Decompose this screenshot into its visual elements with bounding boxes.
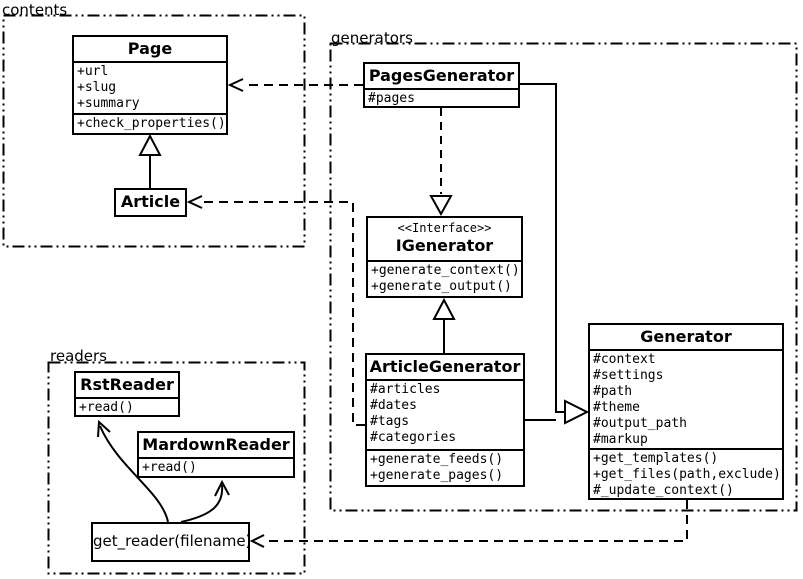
package-border-readers: [47, 361, 306, 575]
class-attributes-pagesgenerator: #pages: [365, 88, 518, 106]
package-border-contents: [2, 14, 306, 248]
class-name-pagesgenerator: PagesGenerator: [368, 66, 515, 85]
attribute: #dates: [370, 398, 417, 413]
dependency-arrow-generator-to-getreader: [249, 500, 688, 548]
attribute: +slug: [77, 80, 117, 95]
attribute: #path: [593, 384, 633, 399]
attribute: +summary: [77, 96, 140, 111]
package-label-generators: generators: [331, 29, 413, 47]
class-name-articlegenerator: ArticleGenerator: [369, 357, 521, 376]
method: +read(): [142, 460, 197, 475]
attribute: #articles: [370, 382, 441, 397]
class-name-rstreader: RstReader: [80, 375, 174, 394]
class-name-article: Article: [120, 192, 181, 211]
class-methods-mardownreader: +read(): [139, 457, 293, 476]
call-arrow-getreader-to-rstreader: [97, 419, 169, 523]
method: +generate_feeds(): [370, 452, 504, 467]
method: +get_templates(): [593, 451, 719, 466]
method: +generate_context(): [371, 263, 520, 278]
class-attributes-generator: #context #settings #path #theme #output_…: [590, 349, 782, 448]
package-border-generators: [329, 42, 798, 512]
class-header-igenerator: <<Interface>> IGenerator: [368, 218, 521, 260]
package-label-readers: readers: [50, 347, 107, 365]
class-stereotype-igenerator: <<Interface>>: [397, 221, 492, 235]
dependency-arrow-articlegenerator-to-article: [186, 195, 365, 426]
class-box-article: Article: [114, 188, 187, 217]
method: +read(): [79, 400, 134, 415]
class-methods-page: +check_properties(): [74, 113, 226, 133]
attribute: #categories: [370, 430, 457, 445]
class-box-igenerator: <<Interface>> IGenerator +generate_conte…: [366, 216, 523, 298]
class-methods-rstreader: +read(): [76, 397, 178, 415]
class-name-generator: Generator: [640, 327, 732, 346]
class-box-articlegenerator: ArticleGenerator #articles #dates #tags …: [365, 353, 525, 487]
class-name-igenerator: IGenerator: [395, 236, 494, 255]
attribute: #markup: [593, 432, 648, 447]
class-methods-articlegenerator: +generate_feeds() +generate_pages(): [367, 449, 523, 485]
class-name-page: Page: [127, 39, 173, 58]
method: +generate_pages(): [370, 468, 504, 483]
attribute: #settings: [593, 368, 664, 383]
class-box-rstreader: RstReader +read(): [74, 371, 180, 417]
attribute: #tags: [370, 414, 410, 429]
call-arrow-getreader-to-mardownreader: [180, 479, 230, 523]
class-box-mardownreader: MardownReader +read(): [137, 431, 295, 478]
method: +get_files(path,exclude): [593, 467, 781, 482]
class-methods-generator: +get_templates() +get_files(path,exclude…: [590, 448, 782, 498]
class-methods-igenerator: +generate_context() +generate_output(): [368, 260, 521, 296]
class-attributes-page: +url +slug +summary: [74, 61, 226, 113]
class-box-page: Page +url +slug +summary +check_properti…: [72, 35, 228, 135]
package-label-contents: contents: [2, 1, 68, 19]
attribute: #output_path: [593, 416, 687, 431]
method: +check_properties(): [77, 116, 226, 131]
function-box-get-reader: get_reader(filename): [91, 522, 251, 562]
attribute: #pages: [368, 91, 415, 106]
inheritance-arrow-article-to-page: [138, 133, 162, 188]
class-box-pagesgenerator: PagesGenerator #pages: [363, 62, 520, 108]
attribute: +url: [77, 64, 109, 79]
realization-arrow-pagesgenerator-to-igenerator: [429, 108, 453, 217]
inheritance-arrow-articlegenerator-to-igenerator: [432, 297, 456, 353]
class-box-generator: Generator #context #settings #path #them…: [588, 323, 784, 500]
class-name-mardownreader: MardownReader: [142, 435, 290, 454]
method: +generate_output(): [371, 279, 512, 294]
inheritance-arrow-generators-to-generator: [520, 83, 590, 425]
dependency-arrow-pagesgenerator-to-page: [227, 78, 363, 92]
method: #_update_context(): [593, 483, 734, 498]
attribute: #theme: [593, 400, 640, 415]
class-attributes-articlegenerator: #articles #dates #tags #categories: [367, 379, 523, 449]
attribute: #context: [593, 352, 656, 367]
